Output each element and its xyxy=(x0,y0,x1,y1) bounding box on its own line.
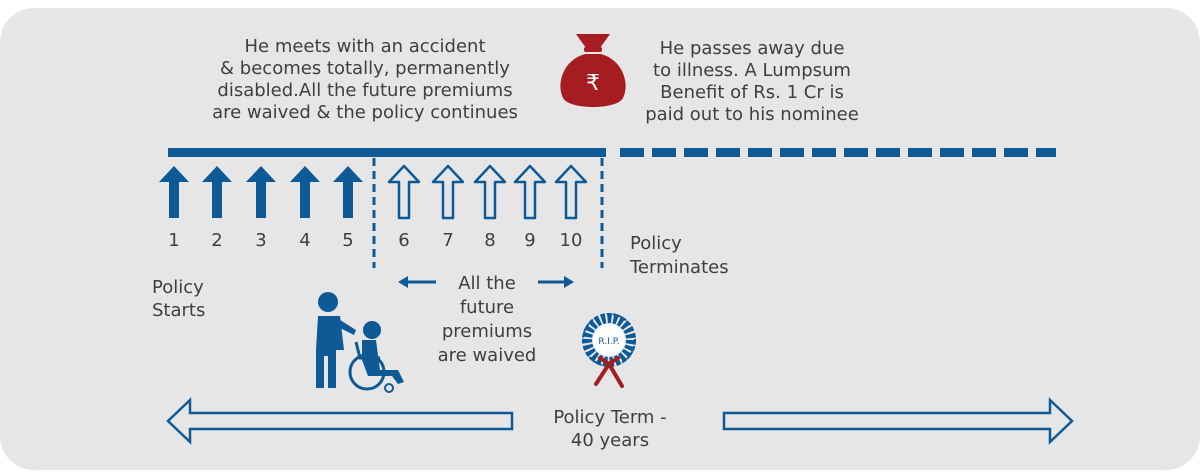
year-label: 1 xyxy=(168,230,180,251)
year-label: 3 xyxy=(255,230,267,251)
death-line-1: He passes away due xyxy=(659,38,845,59)
year-label: 4 xyxy=(299,230,311,251)
wheelchair-person-icon xyxy=(316,292,404,393)
waived-line-4: are waived xyxy=(437,345,537,366)
waived-line-3: premiums xyxy=(441,321,533,342)
death-line-2: to illness. A Lumpsum xyxy=(653,60,851,81)
premium-arrows xyxy=(159,164,588,220)
accident-line-3: disabled.All the future premiums xyxy=(217,80,513,101)
policy-term-line-2: 40 years xyxy=(570,430,650,451)
timeline-solid-bar xyxy=(168,148,606,157)
accident-description: He meets with an accident & becomes tota… xyxy=(200,36,530,124)
paid-premium-arrow xyxy=(246,166,276,218)
timeline-dashed-bar xyxy=(620,148,1056,157)
waived-line-2: future xyxy=(459,297,515,318)
paid-premium-arrow xyxy=(290,166,320,218)
paid-premium-arrow xyxy=(333,166,363,218)
year-label: 7 xyxy=(442,230,454,251)
waived-premium-arrow xyxy=(473,164,507,220)
waived-line-1: All the xyxy=(458,273,516,294)
year-label: 10 xyxy=(559,230,583,251)
waived-premiums-label: All the future premiums are waived xyxy=(426,272,548,368)
waived-premium-arrow xyxy=(554,164,588,220)
policy-term-label: Policy Term - 40 years xyxy=(540,406,680,452)
rip-label: R.I.P. xyxy=(598,337,619,347)
waived-premium-arrow xyxy=(431,164,465,220)
accident-line-4: are waived & the policy continues xyxy=(212,102,518,123)
paid-premium-arrow xyxy=(159,166,189,218)
policy-terminates-label: Policy Terminates xyxy=(630,232,729,280)
policy-starts-line-1: Policy xyxy=(152,277,204,298)
waived-left-arrow xyxy=(398,276,436,288)
paid-premium-arrow xyxy=(202,166,232,218)
rupee-money-bag-icon: ₹ xyxy=(560,34,626,107)
waived-premium-arrow xyxy=(513,164,547,220)
death-line-3: Benefit of Rs. 1 Cr is xyxy=(660,82,844,103)
death-description: He passes away due to illness. A Lumpsum… xyxy=(632,38,872,126)
year-label: 8 xyxy=(484,230,496,251)
waived-right-arrow xyxy=(538,276,574,288)
year-label: 2 xyxy=(211,230,223,251)
policy-term-right-arrow xyxy=(722,397,1074,445)
accident-line-2: & becomes totally, permanently xyxy=(220,58,510,79)
year-label: 5 xyxy=(342,230,354,251)
year-label: 9 xyxy=(524,230,536,251)
rupee-symbol: ₹ xyxy=(586,71,600,96)
policy-starts-line-2: Starts xyxy=(152,300,206,321)
policy-terminates-line-2: Terminates xyxy=(630,257,729,278)
death-line-4: paid out to his nominee xyxy=(645,104,859,125)
policy-starts-label: Policy Starts xyxy=(152,276,205,322)
waived-premium-arrow xyxy=(387,164,421,220)
policy-terminates-line-1: Policy xyxy=(630,233,682,254)
accident-line-1: He meets with an accident xyxy=(244,36,486,57)
policy-term-line-1: Policy Term - xyxy=(553,407,667,428)
policy-term-left-arrow xyxy=(166,397,514,445)
rip-wreath-icon: R.I.P. xyxy=(582,313,636,388)
year-label: 6 xyxy=(398,230,410,251)
